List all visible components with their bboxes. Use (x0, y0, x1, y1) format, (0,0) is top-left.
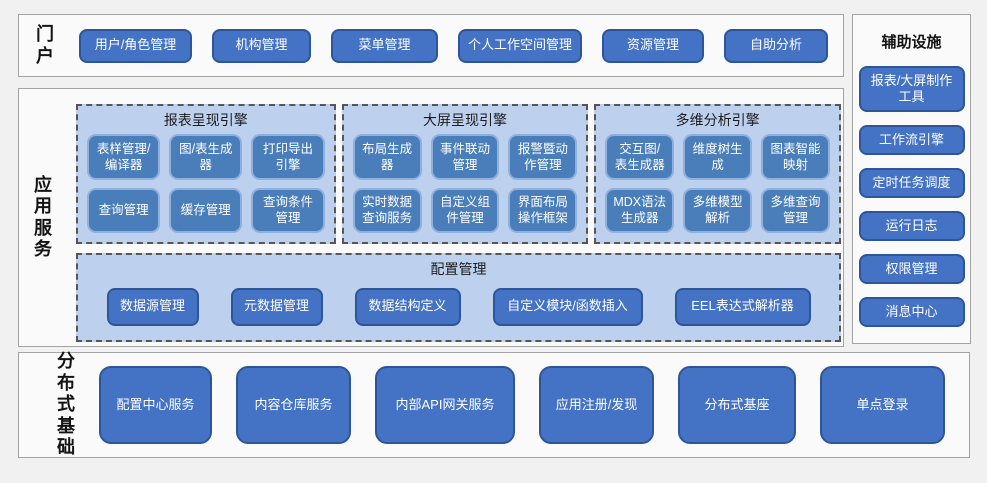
group-title: 多维分析引擎 (675, 112, 760, 128)
node-workflow-engine: 工作流引擎 (858, 125, 965, 155)
group-title: 大屏呈现引擎 (422, 112, 507, 128)
group-olap-engine: 多维分析引擎 交互图/表生成器 维度树生成 图表智能映射 MDX语法生成器 多维… (594, 104, 841, 244)
node-content-repository-service: 内容仓库服务 (236, 366, 351, 444)
node-ui-layout-operation-framework: 界面布局操作框架 (508, 187, 578, 233)
node-app-registration-discovery: 应用注册/发现 (539, 366, 654, 444)
node-realtime-data-query-service: 实时数据查询服务 (352, 187, 422, 233)
node-style-management-compiler: 表样管理/编译器 (87, 134, 161, 180)
node-data-structure-definition: 数据结构定义 (354, 287, 461, 326)
group-grid: 交互图/表生成器 维度树生成 图表智能映射 MDX语法生成器 多维模型解析 多维… (596, 132, 839, 242)
auxiliary-band: 辅助设施 报表/大屏制作工具 工作流引擎 定时任务调度 运行日志 权限管理 消息… (852, 14, 971, 344)
node-chart-smart-mapping: 图表智能映射 (761, 134, 830, 180)
group-config-management: 配置管理 数据源管理 元数据管理 数据结构定义 自定义模块/函数插入 EEL表达… (76, 253, 841, 342)
distributed-nodes: 配置中心服务 内容仓库服务 内部API网关服务 应用注册/发现 分布式基座 单点… (99, 366, 945, 444)
node-metadata-management: 元数据管理 (230, 287, 323, 326)
node-multidim-query-management: 多维查询管理 (761, 187, 830, 233)
group-dashboard-engine: 大屏呈现引擎 布局生成器 事件联动管理 报警暨动作管理 实时数据查询服务 自定义… (341, 104, 589, 244)
portal-label: 门户 (36, 23, 54, 66)
node-query-condition-management: 查询条件管理 (251, 187, 325, 233)
engine-groups: 报表呈现引擎 表样管理/编译器 图/表生成器 打印导出引擎 查询管理 缓存管理 … (76, 104, 841, 244)
node-internal-api-gateway-service: 内部API网关服务 (375, 366, 515, 444)
node-personal-workspace-management: 个人工作空间管理 (458, 28, 582, 63)
node-print-export-engine: 打印导出引擎 (251, 134, 325, 180)
node-permission-management: 权限管理 (858, 254, 965, 284)
portal-nodes: 用户/角色管理 机构管理 菜单管理 个人工作空间管理 资源管理 自助分析 (79, 28, 828, 63)
node-single-sign-on: 单点登录 (820, 366, 945, 444)
node-chart-table-generator: 图/表生成器 (169, 134, 243, 180)
node-scheduled-task-dispatch: 定时任务调度 (858, 168, 965, 198)
distributed-band: 分布式基础 配置中心服务 内容仓库服务 内部API网关服务 应用注册/发现 分布… (18, 351, 970, 458)
group-grid: 表样管理/编译器 图/表生成器 打印导出引擎 查询管理 缓存管理 查询条件管理 (78, 132, 334, 242)
group-title: 配置管理 (430, 261, 487, 277)
node-event-linkage-management: 事件联动管理 (430, 134, 500, 180)
node-cache-management: 缓存管理 (169, 187, 243, 233)
node-interactive-chart-generator: 交互图/表生成器 (605, 134, 675, 180)
node-user-role-management: 用户/角色管理 (79, 28, 192, 63)
portal-band: 门户 用户/角色管理 机构管理 菜单管理 个人工作空间管理 资源管理 自助分析 (18, 14, 844, 77)
node-alarm-action-management: 报警暨动作管理 (508, 134, 578, 180)
node-distributed-base: 分布式基座 (678, 366, 796, 444)
node-report-dashboard-authoring-tool: 报表/大屏制作工具 (858, 66, 965, 112)
node-self-service-analysis: 自助分析 (724, 28, 828, 63)
node-dimension-tree-generation: 维度树生成 (683, 134, 753, 180)
node-menu-management: 菜单管理 (331, 28, 438, 63)
group-title: 报表呈现引擎 (163, 112, 248, 128)
group-report-engine: 报表呈现引擎 表样管理/编译器 图/表生成器 打印导出引擎 查询管理 缓存管理 … (76, 104, 336, 244)
node-custom-component-management: 自定义组件管理 (430, 187, 500, 233)
node-resource-management: 资源管理 (602, 28, 704, 63)
node-config-center-service: 配置中心服务 (99, 366, 212, 444)
distributed-label: 分布式基础 (57, 351, 75, 458)
node-run-logs: 运行日志 (858, 211, 965, 241)
node-datasource-management: 数据源管理 (106, 287, 199, 326)
node-query-management: 查询管理 (87, 187, 161, 233)
auxiliary-title: 辅助设施 (881, 34, 942, 51)
config-nodes: 数据源管理 元数据管理 数据结构定义 自定义模块/函数插入 EEL表达式解析器 (78, 281, 839, 340)
node-custom-module-function-insert: 自定义模块/函数插入 (492, 287, 643, 326)
node-message-center: 消息中心 (858, 297, 965, 327)
node-layout-generator: 布局生成器 (352, 134, 422, 180)
app-services-label: 应用服务 (34, 174, 52, 260)
node-organization-management: 机构管理 (212, 28, 311, 63)
group-grid: 布局生成器 事件联动管理 报警暨动作管理 实时数据查询服务 自定义组件管理 界面… (344, 132, 587, 242)
node-eel-expression-parser: EEL表达式解析器 (674, 287, 811, 326)
node-mdx-syntax-generator: MDX语法生成器 (605, 187, 675, 233)
app-services-band: 应用服务 报表呈现引擎 表样管理/编译器 图/表生成器 打印导出引擎 查询管理 … (18, 88, 844, 347)
node-multidim-model-parsing: 多维模型解析 (683, 187, 753, 233)
auxiliary-nodes: 报表/大屏制作工具 工作流引擎 定时任务调度 运行日志 权限管理 消息中心 (858, 66, 965, 327)
